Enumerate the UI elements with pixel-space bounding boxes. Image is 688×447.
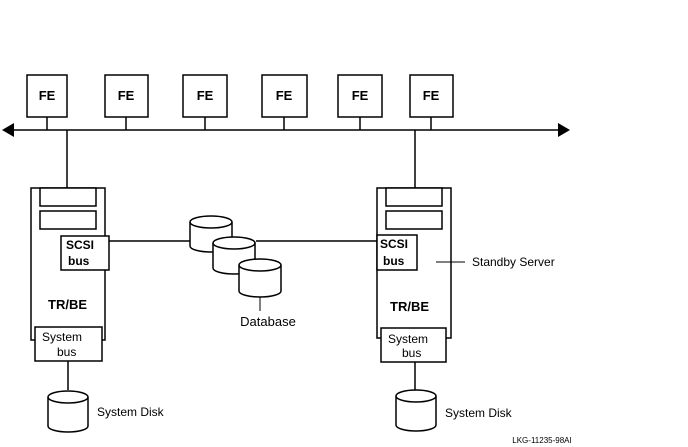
fe-node-1: FE	[26, 74, 68, 118]
figure-id: LKG-11235-98AI	[512, 436, 571, 445]
scsi-bus-box	[376, 234, 418, 271]
drive-bay	[385, 210, 443, 230]
system-label: System	[388, 332, 428, 346]
scsi-label: SCSI	[380, 237, 408, 251]
database-disk-icon	[238, 258, 282, 298]
system-bus-box	[34, 326, 103, 362]
fe-connectors	[46, 117, 432, 130]
system-bus-box	[380, 327, 447, 363]
server-name: TR/BE	[390, 299, 429, 314]
system-disk-label: System Disk	[97, 405, 165, 419]
scsi-bus-box	[60, 235, 110, 271]
standby-server-label: Standby Server	[472, 255, 555, 269]
bus-label: bus	[402, 346, 421, 360]
system-disk-label: System Disk	[445, 406, 513, 420]
drive-bay	[39, 187, 97, 207]
right-server: SCSI bus TR/BE System bus	[376, 187, 452, 363]
right-arrow-icon	[558, 123, 570, 137]
scsi-label: SCSI	[66, 238, 94, 252]
fe-node-3: FE	[182, 74, 228, 118]
database-label: Database	[240, 314, 296, 329]
fe-label: FE	[118, 88, 135, 103]
fe-node-5: FE	[337, 74, 383, 118]
left-arrow-icon	[2, 123, 14, 137]
fe-node-2: FE	[104, 74, 149, 118]
right-system-disk-icon	[395, 389, 437, 432]
fe-node-4: FE	[261, 74, 308, 118]
fe-label: FE	[39, 88, 56, 103]
left-system-disk-icon	[47, 390, 89, 433]
bus-label: bus	[57, 345, 76, 359]
fe-label: FE	[197, 88, 214, 103]
network-bus	[2, 123, 570, 137]
fe-label: FE	[352, 88, 369, 103]
fe-label: FE	[423, 88, 440, 103]
drive-bay	[39, 210, 97, 230]
database-disk-icon	[189, 215, 233, 253]
left-server: SCSI bus TR/BE System bus	[30, 187, 110, 362]
fe-node-6: FE	[409, 74, 454, 118]
server-name: TR/BE	[48, 297, 87, 312]
fe-label: FE	[276, 88, 293, 103]
bus-label: bus	[383, 254, 405, 268]
system-label: System	[42, 330, 82, 344]
drive-bay	[385, 187, 443, 207]
bus-label: bus	[68, 254, 90, 268]
